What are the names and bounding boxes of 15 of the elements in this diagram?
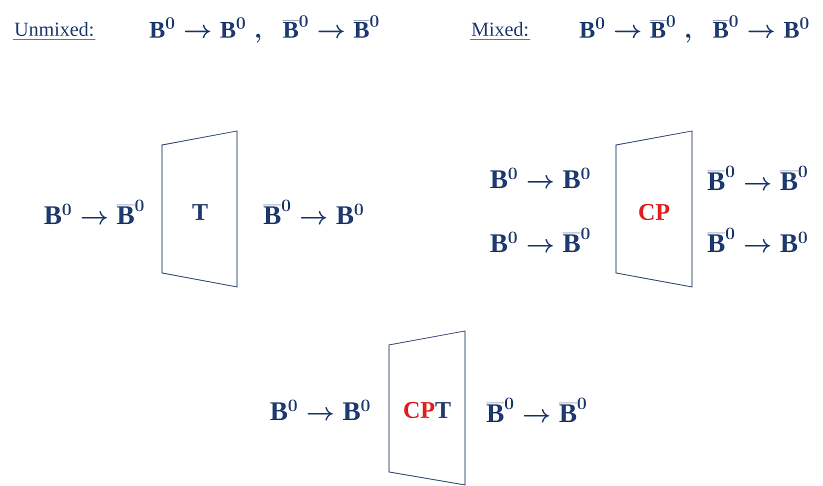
transition-formula: $\mathrm{B}^0 \rightarrow \overline{\mathrm{B}}^0$ (44, 200, 144, 224)
heading: Mixed: (470, 22, 530, 40)
transition-formula: $\overline{\mathrm{B}}^0 \rightarrow \overline{\mathrm{B}}^0$ (707, 166, 807, 190)
transition-formula: $\overline{\mathrm{B}}^0 \rightarrow \overline{\mathrm{B}}^0$ (486, 398, 586, 422)
mirror-panel: CP (616, 130, 692, 288)
mirror-panel: CPT (388, 330, 466, 486)
transition-formula: $\mathrm{B}^0 \rightarrow \mathrm{B}^0$ (270, 400, 370, 420)
mirror-panel: T (162, 130, 238, 288)
transition-formula: $\mathrm{B}^0 \rightarrow \overline{\mathrm{B}}^0\;,\;\; \overline{\mathrm{B}}^0 \rightarrow \mathrm{B}^0$ (580, 15, 808, 42)
transition-formula: $\mathrm{B}^0 \rightarrow \mathrm{B}^0\;,\;\; \overline{\mathrm{B}}^0 \rightarrow \overline{\mathrm{B}}^0$ (150, 15, 378, 42)
transition-formula: $\overline{\mathrm{B}}^0 \rightarrow \mathrm{B}^0$ (263, 200, 363, 224)
transition-formula: $\mathrm{B}^0 \rightarrow \mathrm{B}^0$ (490, 168, 590, 188)
heading: Unmixed: (12, 22, 96, 40)
transition-formula: $\mathrm{B}^0 \rightarrow \overline{\mathrm{B}}^0$ (490, 228, 590, 252)
transition-formula: $\overline{\mathrm{B}}^0 \rightarrow \mathrm{B}^0$ (707, 228, 807, 252)
